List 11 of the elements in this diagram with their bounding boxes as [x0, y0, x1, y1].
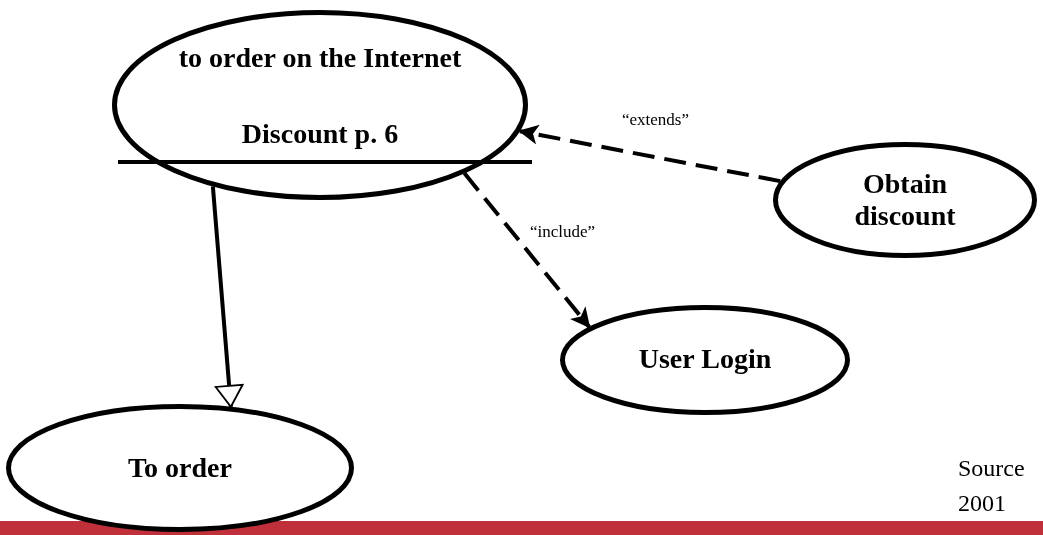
- use-case-ellipse: [773, 142, 1037, 258]
- use-case-name: User Login: [637, 343, 773, 375]
- dashed-arrow: [518, 124, 781, 184]
- generalization-arrow: [210, 186, 244, 408]
- use-case-name: Obtain discount: [853, 168, 957, 232]
- use-case-ellipse: [6, 404, 354, 532]
- dashed-arrow: [462, 172, 591, 329]
- year-note: 2001: [958, 490, 1006, 517]
- use-case-ellipse: [560, 305, 850, 415]
- source-note: Source: [958, 455, 1025, 482]
- use-case-name: To order: [127, 452, 233, 484]
